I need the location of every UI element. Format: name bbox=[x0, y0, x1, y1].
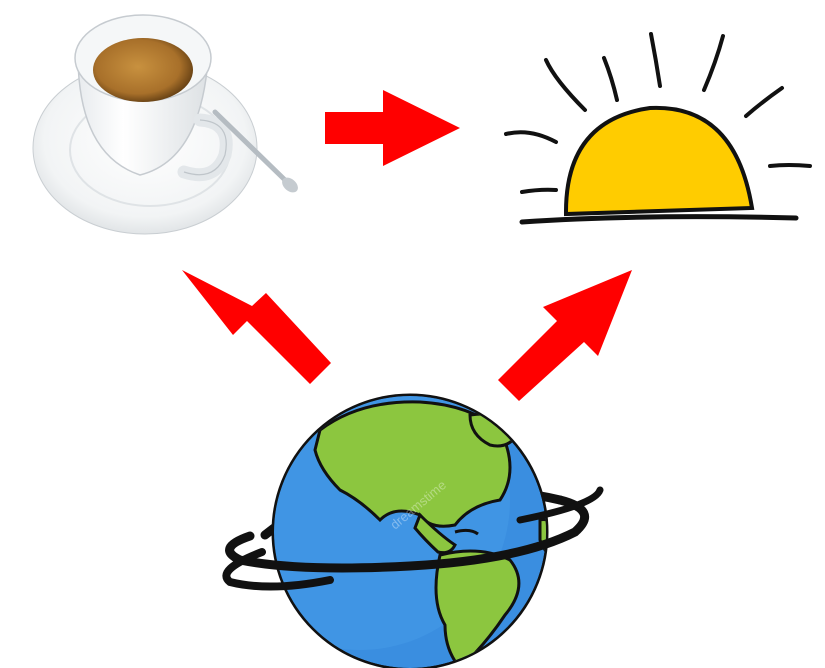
arrow-coffee-to-sun bbox=[325, 90, 460, 166]
spoon bbox=[212, 109, 288, 183]
north-america bbox=[313, 400, 512, 528]
spinning-earth-icon: dreamstime bbox=[222, 393, 604, 668]
sun-disk bbox=[563, 105, 755, 217]
arrow-earth-to-coffee bbox=[182, 270, 331, 384]
horizon-line bbox=[519, 214, 799, 225]
sun-rays bbox=[504, 32, 812, 194]
rising-sun-icon bbox=[504, 32, 812, 225]
arrow-earth-to-sun bbox=[498, 270, 632, 401]
coffee-surface bbox=[93, 38, 193, 102]
coffee-cup-icon bbox=[32, 14, 298, 235]
